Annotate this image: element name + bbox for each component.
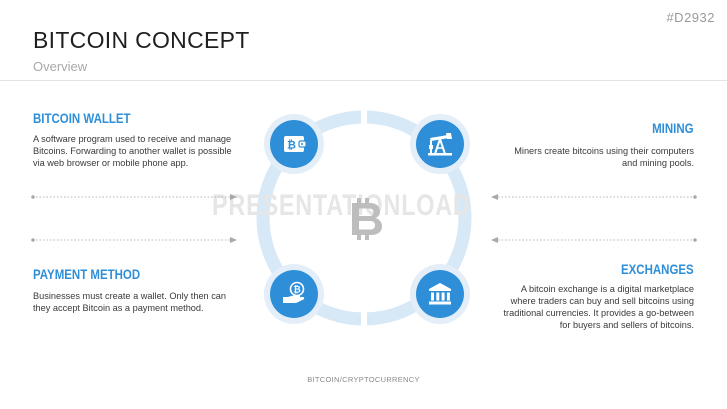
exchanges-description: A bitcoin exchange is a digital marketpl… <box>503 284 695 330</box>
bitcoin-icon <box>346 196 384 242</box>
title-divider <box>0 80 727 81</box>
wallet-bitcoin-icon: ₿ <box>270 120 318 168</box>
page-title: BITCOIN CONCEPT <box>33 27 250 53</box>
page-subtitle: Overview <box>33 59 88 74</box>
arrow-exchanges <box>490 237 698 243</box>
pumpjack-icon <box>416 120 464 168</box>
mining-heading: MINING <box>652 120 694 136</box>
arrow-mining <box>490 194 698 200</box>
exchanges-heading: EXCHANGES <box>621 261 694 277</box>
payment-description: Businesses must create a wallet. Only th… <box>33 291 227 313</box>
wallet-heading: BITCOIN WALLET <box>33 110 131 126</box>
mining-description: Miners create bitcoins using their compu… <box>514 146 694 168</box>
wallet-description: A software program used to receive and m… <box>33 134 232 168</box>
arrow-payment <box>30 237 238 243</box>
svg-text:₿: ₿ <box>293 285 300 295</box>
arrow-wallet <box>30 194 238 200</box>
svg-text:₿: ₿ <box>287 140 296 152</box>
slide-id: #D2932 <box>666 10 715 25</box>
payment-heading: PAYMENT METHOD <box>33 266 141 282</box>
footer-label: BITCOIN/CRYPTOCURRENCY <box>307 375 420 384</box>
watermark: PRESENTATIONLOAD <box>212 189 471 222</box>
hand-coin-icon: ₿ <box>270 270 318 318</box>
bank-icon <box>416 270 464 318</box>
